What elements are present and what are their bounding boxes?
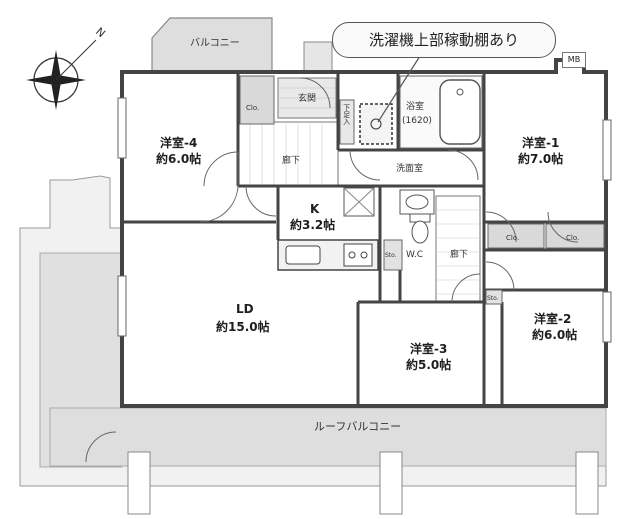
closet-western1-a (487, 223, 545, 249)
bathtub (439, 79, 481, 145)
western1-size: 約7.0帖 (518, 152, 564, 166)
hall-upper-label: 廊下 (282, 156, 301, 166)
western4-name: 洋室-4 (160, 136, 198, 150)
washer-shelf-callout: 洗濯機上部稼動棚あり (332, 22, 556, 58)
clo-western4-label: Clo. (246, 104, 260, 112)
western1-name: 洋室-1 (522, 136, 560, 150)
storage-kitchen (383, 239, 403, 271)
bath-size: (1620) (402, 116, 432, 126)
meter-box-label: MB (562, 52, 586, 68)
hall-right-label: 廊下 (450, 250, 469, 260)
callout-leader (377, 55, 421, 123)
hallway-upper (237, 121, 339, 187)
ld-size: 約15.0帖 (216, 320, 270, 334)
clo-western1b-label: Clo. (566, 234, 580, 242)
ld-name: LD (236, 302, 254, 316)
kitchen-size: 約3.2帖 (290, 218, 336, 232)
kitchen-sink (285, 245, 321, 265)
western2-size: 約6.0帖 (532, 328, 578, 342)
clo-western1a-label: Clo. (506, 234, 520, 242)
washer-pan (359, 103, 393, 145)
bath-name: 浴室 (406, 102, 425, 112)
washroom-label: 洗面室 (396, 164, 424, 174)
kitchen-stove (343, 243, 373, 267)
roof-balcony-area (19, 175, 607, 515)
kitchen-name: K (310, 202, 320, 216)
western2-name: 洋室-2 (534, 312, 572, 326)
compass-icon (26, 39, 97, 110)
top-balcony (151, 17, 333, 73)
sto-kitchen-label: Sto. (385, 252, 397, 259)
western4-size: 約6.0帖 (156, 152, 202, 166)
western3-size: 約5.0帖 (406, 358, 452, 372)
shoe-box (339, 99, 355, 145)
sto-western2-label: Sto. (487, 295, 499, 302)
western3-name: 洋室-3 (410, 342, 448, 356)
entrance-label: 玄関 (298, 94, 317, 104)
roof-balcony-label: ルーフバルコニー (314, 420, 402, 433)
toilet-bowl (411, 220, 429, 244)
washroom-sink (399, 189, 435, 215)
balcony-top-label: バルコニー (190, 38, 240, 49)
hallway-right (435, 195, 481, 303)
door-swings (85, 77, 579, 463)
closet-western4 (239, 75, 275, 125)
shoe-box-label: 下足入 (342, 104, 351, 125)
storage-western2 (485, 289, 503, 305)
windows (117, 97, 612, 343)
wc-label: W.C (406, 250, 424, 260)
closet-western1-b (545, 223, 605, 249)
